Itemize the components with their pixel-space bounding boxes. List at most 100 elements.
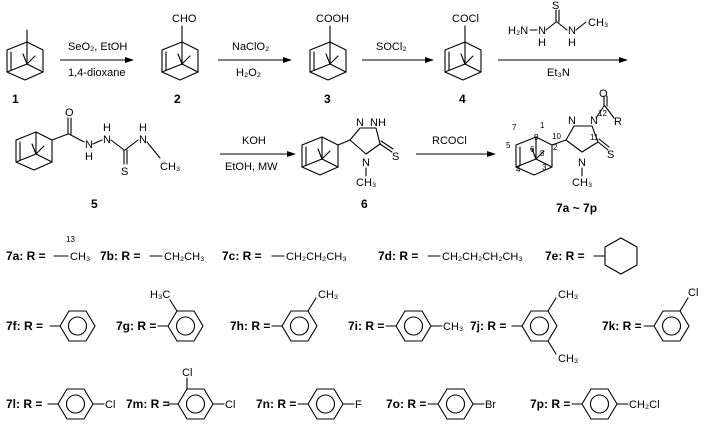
svg-text:N: N xyxy=(85,139,93,151)
r-group-7n: 7n: R = F xyxy=(256,388,362,420)
svg-text:7j: R =: 7j: R = xyxy=(470,319,506,333)
svg-text:7k: R =: 7k: R = xyxy=(602,319,642,333)
r-group-7g: 7g: R = H₃C xyxy=(116,289,204,342)
reagent-4-bottom: Et₃N xyxy=(547,67,570,79)
compound-7: N N O R S N CH₃ 7 1 9 5 6 8 4 3 2 10 11 … xyxy=(506,88,622,215)
svg-text:R: R xyxy=(614,116,622,128)
r-group-7j: 7j: R = CH₃ CH₃ xyxy=(470,289,578,365)
svg-text:7d: R =: 7d: R = xyxy=(378,249,418,263)
svg-text:7e: R =: 7e: R = xyxy=(545,249,585,263)
compound-2: CHO 2 xyxy=(161,13,199,106)
compound-2-label: 2 xyxy=(174,92,181,106)
svg-text:O: O xyxy=(599,88,608,100)
svg-text:3: 3 xyxy=(542,163,547,172)
svg-text:7i: R =: 7i: R = xyxy=(348,319,384,333)
svg-text:10: 10 xyxy=(552,132,561,141)
r-group-7i: 7i: R = CH₃ xyxy=(348,310,463,342)
svg-text:F: F xyxy=(355,399,362,411)
svg-text:9: 9 xyxy=(534,133,539,142)
svg-text:5: 5 xyxy=(506,141,511,150)
svg-text:CH₂CH₃: CH₂CH₃ xyxy=(164,251,205,263)
svg-text:H: H xyxy=(568,37,576,49)
r-group-7a: 7a: R = 13 CH₃ xyxy=(6,235,90,263)
svg-text:H: H xyxy=(103,122,111,134)
svg-text:CH₃: CH₃ xyxy=(356,177,376,189)
svg-text:H: H xyxy=(139,122,147,134)
cooh-group: COOH xyxy=(316,13,349,25)
reagent-2-bottom: H₂O₂ xyxy=(236,67,261,79)
r-group-7f: 7f: R = xyxy=(6,310,96,342)
svg-text:7h: R =: 7h: R = xyxy=(230,319,270,333)
compound-6: N NH S N CH₃ 6 xyxy=(301,117,399,211)
svg-text:N: N xyxy=(590,115,598,127)
svg-text:O: O xyxy=(65,107,74,119)
cocl-group: COCl xyxy=(452,13,479,25)
compound-5: O N H N H S N H CH₃ 5 xyxy=(15,107,180,211)
svg-text:7: 7 xyxy=(512,123,517,132)
svg-text:7o: R =: 7o: R = xyxy=(386,397,426,411)
compound-4: COCl 4 xyxy=(444,13,482,106)
svg-text:S: S xyxy=(392,151,399,163)
r-group-7d: 7d: R = CH₂CH₂CH₂CH₃ xyxy=(378,249,523,263)
svg-text:S: S xyxy=(552,0,559,12)
svg-text:CH₃: CH₃ xyxy=(558,289,578,301)
svg-text:CH₃: CH₃ xyxy=(70,251,90,263)
svg-text:Cl: Cl xyxy=(688,287,698,299)
r-group-7l: 7l: R = Cl xyxy=(6,388,115,420)
svg-text:7a: R =: 7a: R = xyxy=(6,249,46,263)
svg-text:7b: R =: 7b: R = xyxy=(100,249,140,263)
compound-7-label: 7a ~ 7p xyxy=(556,201,597,215)
svg-text:CH₃: CH₃ xyxy=(572,177,592,189)
reaction-arrow-6: RCOCl xyxy=(416,135,496,157)
svg-text:CH₂Cl: CH₂Cl xyxy=(629,399,660,411)
r-group-7b: 7b: R = CH₂CH₃ xyxy=(100,249,205,263)
r-group-7p: 7p: R = CH₂Cl xyxy=(530,388,660,420)
svg-text:N: N xyxy=(568,25,576,37)
reagent-6-top: RCOCl xyxy=(432,135,467,147)
r-group-7k: 7k: R = Cl xyxy=(602,287,698,342)
svg-text:CH₃: CH₃ xyxy=(588,17,608,29)
r-group-7e: 7e: R = xyxy=(545,237,638,275)
svg-text:N: N xyxy=(538,25,546,37)
compound-6-label: 6 xyxy=(361,197,368,211)
compound-5-label: 5 xyxy=(91,197,98,211)
compound-1: 1 xyxy=(6,29,44,106)
reaction-arrow-3: SOCl₂ xyxy=(362,41,434,63)
svg-text:N: N xyxy=(362,157,370,169)
svg-text:2: 2 xyxy=(553,143,558,152)
reagent-2-top: NaClO₂ xyxy=(232,41,269,53)
svg-text:NH: NH xyxy=(370,117,386,129)
reagent-1-bottom: 1,4-dioxane xyxy=(68,67,126,79)
svg-text:CH₃: CH₃ xyxy=(160,161,180,173)
r-group-7c: 7c: R = CH₂CH₂CH₃ xyxy=(222,249,347,263)
svg-text:CH₃: CH₃ xyxy=(318,289,338,301)
svg-text:S: S xyxy=(607,149,614,161)
svg-text:4: 4 xyxy=(516,165,521,174)
compound-4-label: 4 xyxy=(459,92,466,106)
svg-text:8: 8 xyxy=(540,149,545,158)
svg-text:CH₃: CH₃ xyxy=(558,353,578,365)
reagent-5-bottom: EtOH, MW xyxy=(225,161,278,173)
svg-text:H₃C: H₃C xyxy=(150,289,170,301)
svg-text:N: N xyxy=(578,157,586,169)
svg-text:11: 11 xyxy=(590,133,599,142)
svg-text:1: 1 xyxy=(540,121,545,130)
cho-group: CHO xyxy=(172,13,197,25)
r-group-7h: 7h: R = CH₃ xyxy=(230,289,338,342)
svg-text:Cl: Cl xyxy=(182,367,192,379)
compound-3-label: 3 xyxy=(324,92,331,106)
svg-text:Br: Br xyxy=(485,399,496,411)
svg-text:12: 12 xyxy=(598,109,607,118)
svg-text:H: H xyxy=(85,151,93,163)
compound-1-label: 1 xyxy=(12,92,19,106)
reaction-arrow-1: SeO₂, EtOH 1,4-dioxane xyxy=(60,41,134,79)
reaction-arrow-5: KOH EtOH, MW xyxy=(220,135,296,173)
svg-text:7n: R =: 7n: R = xyxy=(256,397,296,411)
svg-text:H: H xyxy=(538,37,546,49)
svg-text:CH₂CH₂CH₂CH₃: CH₂CH₂CH₂CH₃ xyxy=(442,251,523,263)
reagent-5-top: KOH xyxy=(242,135,266,147)
svg-text:S: S xyxy=(121,166,128,178)
reagent-3-top: SOCl₂ xyxy=(376,41,407,53)
svg-text:7f: R =: 7f: R = xyxy=(6,319,43,333)
svg-text:7g: R =: 7g: R = xyxy=(116,319,156,333)
